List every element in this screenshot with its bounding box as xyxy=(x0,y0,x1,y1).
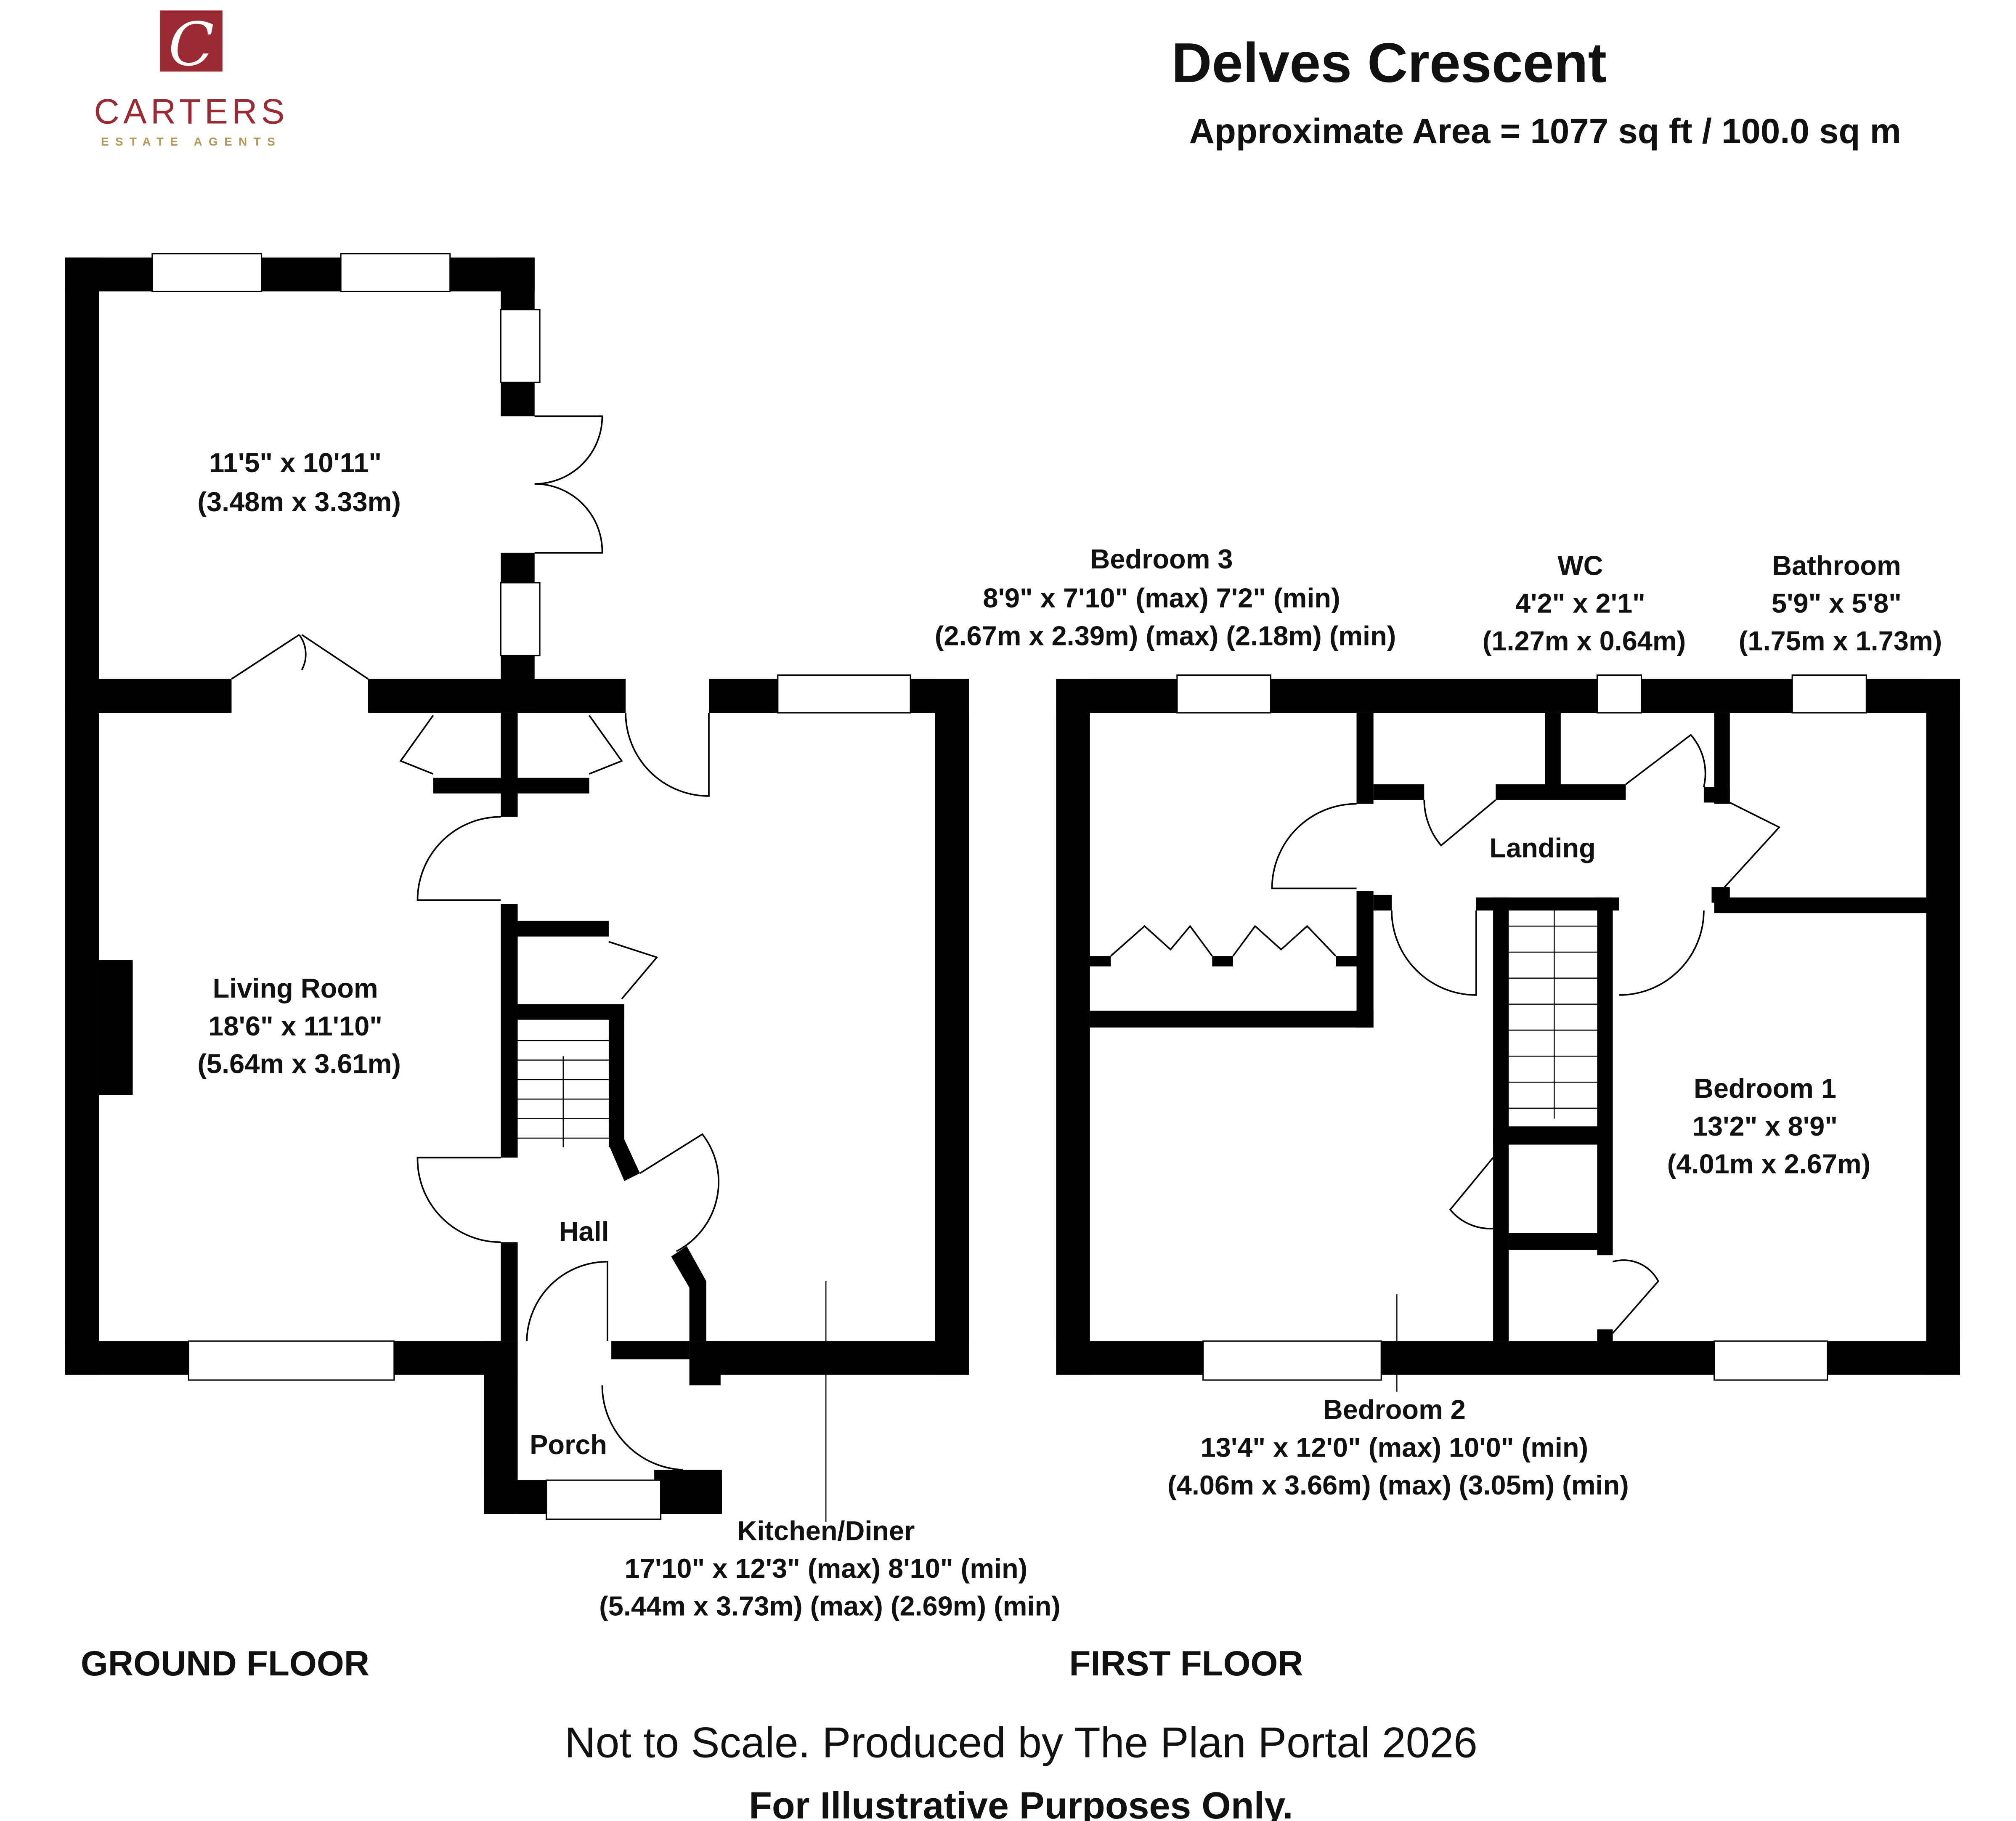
bedroom2-label: Bedroom 2 13'4" x 12'0" (max) 10'0" (min… xyxy=(1167,1394,1629,1500)
bathroom-label: Bathroom 5'9" x 5'8" (1.75m x 1.73m) xyxy=(1739,550,1942,656)
footer-illustrative: For Illustrative Purposes Only. xyxy=(749,1784,1293,1821)
first-floor-heading: FIRST FLOOR xyxy=(1069,1643,1303,1683)
page-title: Delves Crescent xyxy=(1172,32,1607,94)
bedroom1-label: Bedroom 1 13'2" x 8'9" (4.01m x 2.67m) xyxy=(1667,1073,1870,1179)
bedroom3-label: Bedroom 3 8'9" x 7'10" (max) 7'2" (min) … xyxy=(935,544,1396,651)
carters-logo: C CARTERS ESTATE AGENTS xyxy=(94,10,288,149)
logo-name: CARTERS xyxy=(94,92,288,131)
logo-initial: C xyxy=(168,10,214,80)
porch-label: Porch xyxy=(530,1429,607,1460)
living-room-label: Living Room 18'6" x 11'10" (5.64m x 3.61… xyxy=(197,973,401,1079)
area-summary: Approximate Area = 1077 sq ft / 100.0 sq… xyxy=(1189,111,1901,151)
ground-floor-heading: GROUND FLOOR xyxy=(81,1643,369,1683)
kitchen-label: Kitchen/Diner 17'10" x 12'3" (max) 8'10"… xyxy=(599,1515,1061,1621)
rear-room-label: 11'5" x 10'11" (3.48m x 3.33m) xyxy=(197,447,401,517)
wc-label: WC 4'2" x 2'1" (1.27m x 0.64m) xyxy=(1483,550,1686,656)
ground-floor-plan xyxy=(65,253,969,1522)
hall-label: Hall xyxy=(559,1216,609,1247)
footer-disclaimer: Not to Scale. Produced by The Plan Porta… xyxy=(565,1719,1478,1767)
logo-tagline: ESTATE AGENTS xyxy=(101,135,281,148)
landing-label: Landing xyxy=(1489,832,1595,863)
first-floor-plan xyxy=(1056,674,1960,1392)
